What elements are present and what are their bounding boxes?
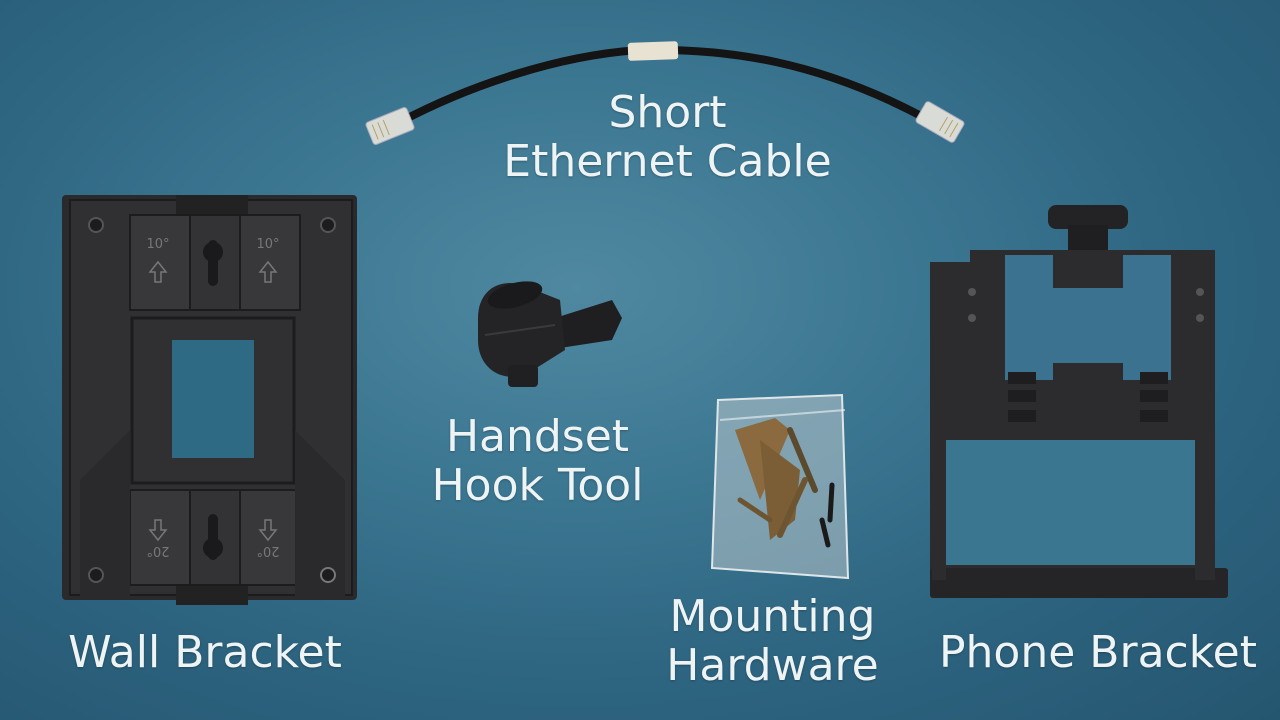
up-arrow-icon <box>148 260 168 283</box>
label-line-2: Ethernet Cable <box>503 136 832 188</box>
label-handset-hook-tool: Handset Hook Tool <box>420 412 655 511</box>
label-line-2: Hardware <box>666 640 879 692</box>
angle-marking-bottom-right: 20° <box>256 543 279 558</box>
wall-bracket: 10° 10° 20° 20° <box>62 195 357 605</box>
up-arrow-icon <box>258 260 278 283</box>
label-mounting-hardware: Mounting Hardware <box>655 592 890 691</box>
handset-hook-tool <box>478 281 622 387</box>
label-wall-bracket: Wall Bracket <box>68 627 342 678</box>
angle-marking-top-left: 10° <box>146 237 169 252</box>
mounting-hardware-bag <box>710 393 850 580</box>
ethernet-cable <box>365 41 965 145</box>
angle-marking-bottom-left: 20° <box>146 543 169 558</box>
label-line-1: Handset <box>445 411 630 462</box>
rj45-connector-right <box>915 101 965 143</box>
label-line-2: Hook Tool <box>431 460 644 512</box>
rj45-connector-left <box>365 107 415 145</box>
label-phone-bracket: Phone Bracket <box>939 627 1257 678</box>
label-line-1: Short <box>608 87 727 138</box>
angle-marking-top-right: 10° <box>256 237 279 252</box>
label-short-ethernet-cable: Short Ethernet Cable <box>500 88 835 187</box>
phone-bracket <box>930 205 1228 598</box>
cable-label-tag <box>627 41 679 61</box>
down-arrow-icon <box>258 519 278 542</box>
label-line-1: Mounting <box>669 591 876 642</box>
down-arrow-icon <box>148 519 168 542</box>
